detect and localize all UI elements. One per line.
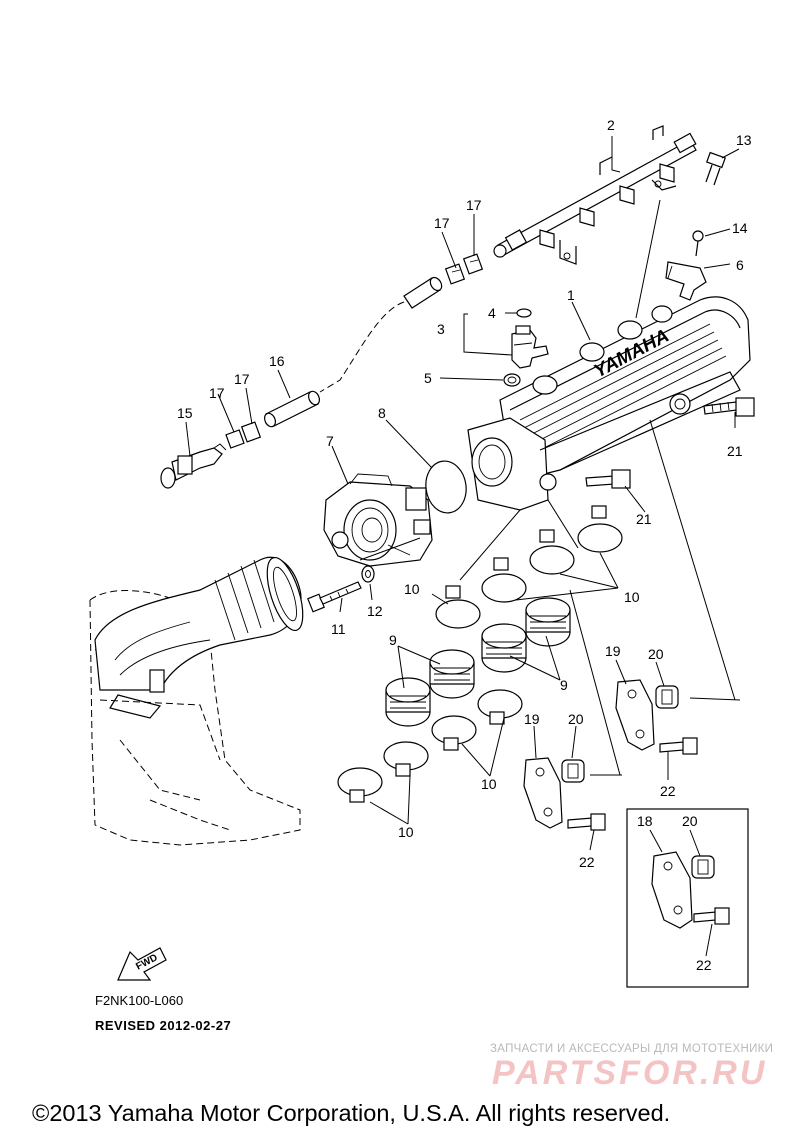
- label-20-inset: 20: [682, 813, 698, 829]
- label-10-upper-left: 10: [404, 581, 420, 597]
- label-21-upper: 21: [727, 443, 743, 459]
- label-15: 15: [177, 405, 193, 421]
- label-17-lower-a: 17: [209, 385, 225, 401]
- label-22-upper: 22: [660, 783, 676, 799]
- fuel-rail-ports: [539, 163, 675, 249]
- label-9-left: 9: [389, 632, 397, 648]
- label-2: 2: [607, 117, 615, 133]
- label-16: 16: [269, 353, 285, 369]
- inset-detail-box: [626, 808, 749, 988]
- label-9-right: 9: [560, 677, 568, 693]
- label-13: 13: [736, 132, 752, 148]
- label-3: 3: [437, 321, 445, 337]
- label-10-middle: 10: [481, 776, 497, 792]
- label-22-inset: 22: [696, 957, 712, 973]
- assembly-guides: [359, 199, 741, 776]
- label-7: 7: [326, 433, 334, 449]
- bolt-14: [692, 230, 704, 257]
- grommet-20-lower: [561, 759, 585, 783]
- clamps-17-lower: [225, 421, 262, 449]
- hose-clamps-10: [337, 505, 623, 803]
- bolt-13: [705, 151, 726, 186]
- fuel-hose-upper: [319, 276, 443, 393]
- fwd-arrow-icon: FWD: [117, 947, 167, 981]
- injector-3: [511, 325, 549, 369]
- revision-date: REVISED 2012-02-27: [95, 1018, 232, 1033]
- bracket-19-upper: [615, 679, 655, 751]
- part-number-labels: 1 2 3 4 5 6 7 8 9 9 10 10 10 10 11 12 13…: [177, 117, 752, 973]
- label-12: 12: [367, 603, 383, 619]
- fwd-arrow-text: FWD: [134, 952, 159, 972]
- bolt-22-upper: [659, 737, 698, 755]
- bolt-21-upper: [703, 397, 755, 417]
- label-20-lower: 20: [568, 711, 584, 727]
- bolt-22-lower: [567, 813, 606, 831]
- washer-12: [361, 565, 375, 583]
- label-18: 18: [637, 813, 653, 829]
- throttle-body-7: [323, 473, 433, 567]
- copyright-notice: ©2013 Yamaha Motor Corporation, U.S.A. A…: [32, 1100, 671, 1126]
- fuel-rail: [493, 125, 697, 265]
- intake-joints-9: [385, 597, 571, 727]
- label-4: 4: [488, 305, 496, 321]
- sensor-6: [665, 261, 707, 301]
- label-10-lower: 10: [398, 824, 414, 840]
- watermark-logo: PARTSFOR.RU: [492, 1054, 768, 1092]
- label-20-upper: 20: [648, 646, 664, 662]
- label-5: 5: [424, 370, 432, 386]
- label-14: 14: [732, 220, 748, 236]
- o-ring-4: [516, 308, 532, 318]
- label-21-lower: 21: [636, 511, 652, 527]
- fuel-hose-16: [263, 390, 321, 428]
- seal-5: [503, 373, 521, 387]
- diagram-code: F2NK100-L060: [95, 993, 184, 1008]
- grommet-20-upper: [655, 685, 679, 709]
- label-22-lower: 22: [579, 854, 595, 870]
- gasket-8: [425, 460, 467, 514]
- label-1: 1: [567, 287, 575, 303]
- label-17-upper-b: 17: [466, 197, 482, 213]
- label-17-lower-b: 17: [234, 371, 250, 387]
- label-10-upper-right: 10: [624, 589, 640, 605]
- manifold-ribs: [519, 323, 727, 453]
- watermark-tagline: ЗАПЧАСТИ И АКСЕССУАРЫ ДЛЯ МОТОТЕХНИКИ: [490, 1043, 774, 1055]
- label-19-lower: 19: [524, 711, 540, 727]
- fuel-connector-15: [160, 443, 227, 489]
- clamps-17-upper: [444, 253, 484, 285]
- label-leaders: [185, 136, 740, 957]
- bolt-11: [307, 581, 362, 613]
- label-19-upper: 19: [605, 643, 621, 659]
- label-17-upper-a: 17: [434, 215, 450, 231]
- bracket-19-lower: [523, 757, 563, 829]
- bolt-21-lower: [585, 469, 631, 489]
- intake-manifold: YAMAHA: [467, 296, 751, 511]
- label-8: 8: [378, 405, 386, 421]
- label-11: 11: [331, 621, 346, 637]
- air-intake-duct: [94, 556, 304, 719]
- label-6: 6: [736, 257, 744, 273]
